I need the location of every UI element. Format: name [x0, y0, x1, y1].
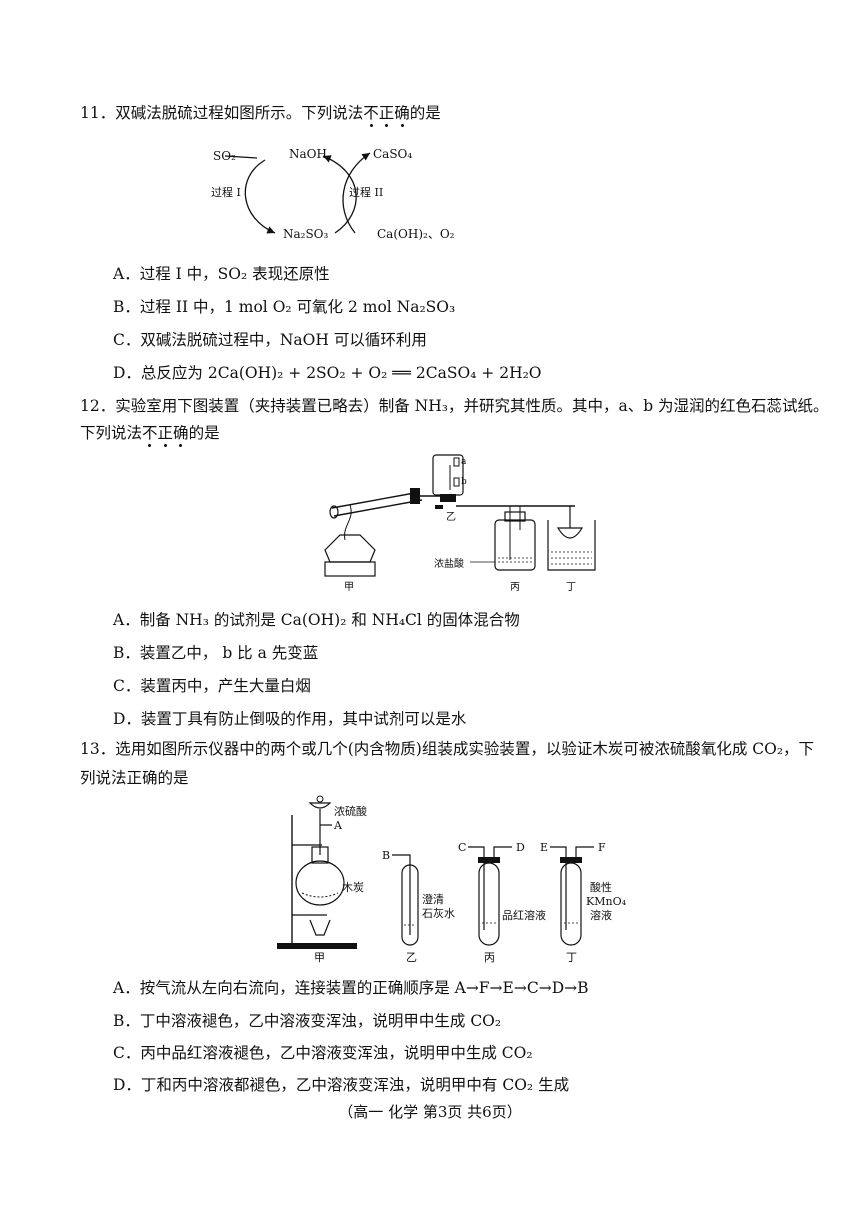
q12-label-jia: 甲	[344, 582, 354, 593]
q12-option-a: A．制备 NH₃ 的试剂是 Ca(OH)₂ 和 NH₄Cl 的固体混合物	[113, 611, 520, 629]
q12-label-bing: 丙	[510, 582, 520, 593]
q13-label-yi: 乙	[406, 951, 417, 964]
q13-label-limewater-2: 石灰水	[422, 906, 455, 920]
q13-label-pinhong: 品红溶液	[502, 908, 546, 922]
q12-stem-text: 实验室用下图装置（夹持装置已略去）制备 NH₃，并研究其性质。其中，a、b 为湿…	[115, 397, 829, 415]
q11-caso4-label: CaSO₄	[373, 147, 412, 161]
q13-label-limewater-1: 澄清	[422, 892, 444, 906]
q13-label-A: A	[333, 819, 343, 832]
q11-option-d: D．总反应为 2Ca(OH)₂ + 2SO₂ + O₂ ══ 2CaSO₄ + …	[113, 364, 542, 382]
q12-stem-end: 的是	[188, 424, 220, 442]
q12-number: 12．	[80, 397, 116, 415]
q12-option-d: D．装置丁具有防止倒吸的作用，其中试剂可以是水	[113, 710, 467, 728]
q11-option-c: C．双碱法脱硫过程中，NaOH 可以循环利用	[113, 331, 427, 349]
q11-caoh2-label: Ca(OH)₂、O₂	[377, 227, 455, 241]
q12-stem-line1: 12．实验室用下图装置（夹持装置已略去）制备 NH₃，并研究其性质。其中，a、b…	[80, 393, 829, 419]
q13-option-c: C．丙中品红溶液褪色，乙中溶液变浑浊，说明甲中生成 CO₂	[113, 1044, 533, 1062]
q13-label-charcoal: 木炭	[342, 881, 364, 894]
q12-stem-text-2: 下列说法	[80, 424, 143, 442]
q13-label-ding: 丁	[566, 951, 577, 964]
q12-emphasis-char: 确	[173, 424, 189, 442]
q11-option-a: A．过程 I 中，SO₂ 表现还原性	[113, 265, 330, 283]
q11-process2-label: 过程 II	[349, 186, 383, 199]
q13-option-d: D．丁和丙中溶液都褪色，乙中溶液变浑浊，说明甲中有 CO₂ 生成	[113, 1076, 570, 1094]
q12-label-a: a	[461, 457, 467, 467]
q12-option-c: C．装置丙中，产生大量白烟	[113, 677, 311, 695]
q11-stem: 11．双碱法脱硫过程如图所示。下列说法不正确的是	[80, 100, 441, 126]
q13-stem-line1: 13．选用如图所示仪器中的两个或几个(内含物质)组装成实验装置，以验证木炭可被浓…	[80, 736, 814, 762]
q13-label-kmno4-1: 酸性	[590, 880, 612, 894]
page-footer: （高一 化学 第3页 共6页）	[338, 1103, 522, 1121]
q13-label-kmno4-3: 溶液	[590, 908, 612, 922]
q13-stem-text: 选用如图所示仪器中的两个或几个(内含物质)组装成实验装置，以验证木炭可被浓硫酸氧…	[115, 740, 815, 758]
q12-label-yi: 乙	[446, 511, 456, 523]
q12-stem-line2: 下列说法不正确的是	[80, 420, 220, 446]
q13-label-h2so4: 浓硫酸	[334, 804, 367, 818]
q11-number: 11．	[80, 104, 116, 122]
q13-label-B: B	[382, 849, 390, 862]
q13-label-kmno4-2: KMnO₄	[586, 895, 627, 908]
q13-stem-line2: 列说法正确的是	[80, 769, 189, 787]
q13-label-F: F	[598, 841, 606, 854]
q13-option-a: A．按气流从左向右流向，连接装置的正确顺序是 A→F→E→C→D→B	[113, 979, 589, 997]
q13-apparatus-diagram: 浓硫酸 A 木炭 甲 B 澄清 石灰水 乙 C D 品红溶液 丙 E F	[277, 795, 627, 964]
q12-label-hcl: 浓盐酸	[434, 557, 464, 570]
q13-label-bing: 丙	[484, 951, 495, 964]
q12-emphasis-char: 正	[157, 424, 174, 442]
q11-naoh-label: NaOH	[289, 147, 327, 161]
q13-number: 13．	[80, 740, 116, 758]
q13-option-b: B．丁中溶液褪色，乙中溶液变浑浊，说明甲中生成 CO₂	[113, 1012, 502, 1030]
q13-label-jia: 甲	[314, 951, 325, 964]
q11-so2-label: SO₂	[213, 149, 236, 163]
q13-label-E: E	[540, 841, 548, 854]
q12-option-b: B．装置乙中， b 比 a 先变蓝	[113, 644, 319, 662]
q11-stem-text: 双碱法脱硫过程如图所示。下列说法	[115, 104, 364, 122]
q11-emphasis-char: 确	[394, 104, 410, 122]
q13-label-C: C	[458, 841, 466, 854]
q12-label-ding: 丁	[566, 582, 576, 593]
q11-emphasis-char: 不	[363, 104, 379, 122]
q12-label-b: b	[461, 477, 467, 487]
q11-emphasis-char: 正	[378, 104, 395, 122]
q13-label-D: D	[516, 841, 525, 854]
q11-stem-end: 的是	[409, 104, 441, 122]
q12-apparatus-diagram: a b 乙 浓盐酸 甲 丙 丁	[324, 454, 596, 593]
q11-option-b: B．过程 II 中，1 mol O₂ 可氧化 2 mol Na₂SO₃	[113, 298, 456, 316]
q11-na2so3-label: Na₂SO₃	[283, 227, 329, 241]
q12-emphasis-char: 不	[142, 424, 158, 442]
q11-cycle-diagram: SO₂ NaOH CaSO₄ 过程 I 过程 II Na₂SO₃ Ca(OH)₂…	[211, 147, 455, 241]
q11-process1-label: 过程 I	[211, 186, 241, 199]
